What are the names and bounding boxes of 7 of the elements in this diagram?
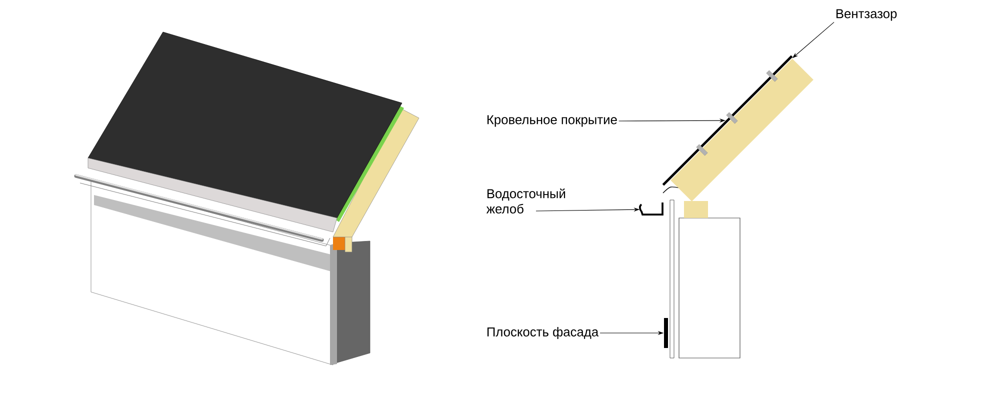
callout-label: Водосточный желоб xyxy=(486,188,566,214)
callout-label: Плоскость фасада xyxy=(487,327,599,339)
gutter-drawing xyxy=(639,202,664,216)
callout-label: Кровельное покрытие xyxy=(487,115,617,127)
callout-label: Вентзазор xyxy=(836,9,897,21)
roof-covering-line xyxy=(662,55,793,186)
rafter-bar xyxy=(670,58,814,202)
